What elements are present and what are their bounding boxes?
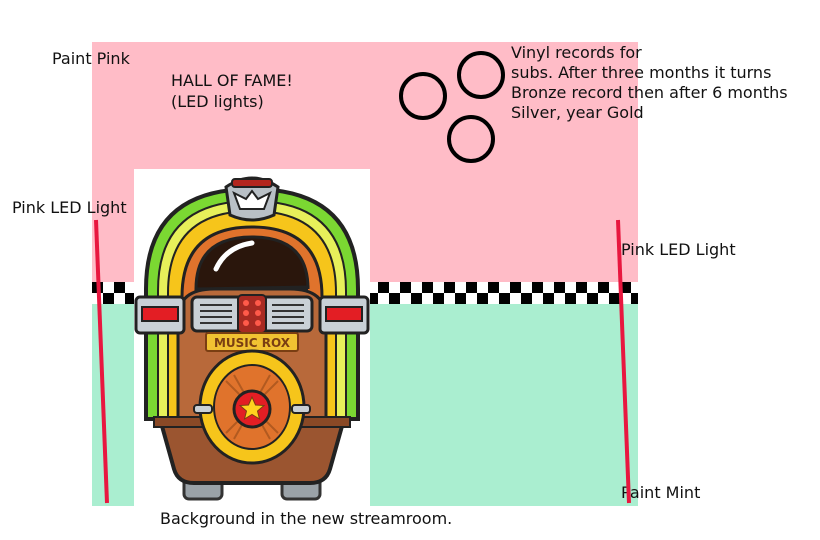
checker-cell [631,282,638,293]
checker-cell [521,282,532,293]
checker-cell [400,293,411,304]
checker-cell [499,293,510,304]
jukebox-illustration: MUSIC ROX [134,176,370,501]
vinyl-record-circle [399,72,447,120]
checker-cell [609,293,620,304]
checker-cell [103,293,114,304]
checker-cell [367,282,378,293]
checker-cell [598,293,609,304]
checker-cell [378,293,389,304]
checker-cell [587,293,598,304]
checker-cell [609,282,620,293]
checker-cell [389,282,400,293]
pink-led-left-line [94,219,109,504]
paint-pink-label: Paint Pink [52,49,130,68]
hall-of-fame-title: HALL OF FAME! [171,71,293,90]
checker-cell [521,293,532,304]
checker-cell [422,282,433,293]
checker-cell [400,282,411,293]
checker-cell [367,293,378,304]
checker-cell [477,293,488,304]
hall-of-fame-subtitle: (LED lights) [171,92,264,111]
checker-cell [631,293,638,304]
vinyl-record-circle [457,51,505,99]
checker-cell [532,293,543,304]
checker-cell [598,282,609,293]
checker-cell [576,282,587,293]
checker-cell [422,293,433,304]
checker-cell [510,282,521,293]
checker-cell [499,282,510,293]
checker-cell [466,282,477,293]
checker-cell [125,282,136,293]
checker-cell [466,293,477,304]
checker-cell [543,293,554,304]
jukebox-panel: MUSIC ROX [134,169,370,507]
checker-cell [477,282,488,293]
checker-cell [510,293,521,304]
checker-cell [620,293,631,304]
vinyl-note-line: Silver, year Gold [511,103,644,122]
vinyl-records-note: Vinyl records for subs. After three mont… [511,43,788,123]
checker-cell [620,282,631,293]
checker-cell [114,293,125,304]
checker-cell [444,293,455,304]
checker-cell [411,293,422,304]
hall-of-fame-note: HALL OF FAME! (LED lights) [171,70,293,112]
checker-cell [543,282,554,293]
checker-cell [455,293,466,304]
checker-cell [125,293,136,304]
checker-cell [532,282,543,293]
checker-cell [411,282,422,293]
checker-cell [103,282,114,293]
checker-cell [389,293,400,304]
checker-cell [554,293,565,304]
checker-cell [576,293,587,304]
checker-cell [433,282,444,293]
checker-cell [433,293,444,304]
vinyl-record-circle [447,115,495,163]
checker-cell [114,282,125,293]
checker-cell [488,282,499,293]
paint-mint-label: Paint Mint [621,483,701,502]
vinyl-note-line: subs. After three months it turns [511,63,772,82]
checker-cell [378,282,389,293]
jukebox-sign: MUSIC ROX [214,336,291,350]
checker-cell [554,282,565,293]
checker-cell [488,293,499,304]
checker-cell [444,282,455,293]
vinyl-note-line: Vinyl records for [511,43,642,62]
pink-led-right-line [616,219,631,504]
pink-led-left-label: Pink LED Light [12,198,127,217]
caption: Background in the new streamroom. [160,509,453,528]
vinyl-note-line: Bronze record then after 6 months [511,83,788,102]
checker-cell [455,282,466,293]
checker-cell [565,293,576,304]
checker-cell [565,282,576,293]
pink-led-right-label: Pink LED Light [621,240,736,259]
checker-cell [587,282,598,293]
